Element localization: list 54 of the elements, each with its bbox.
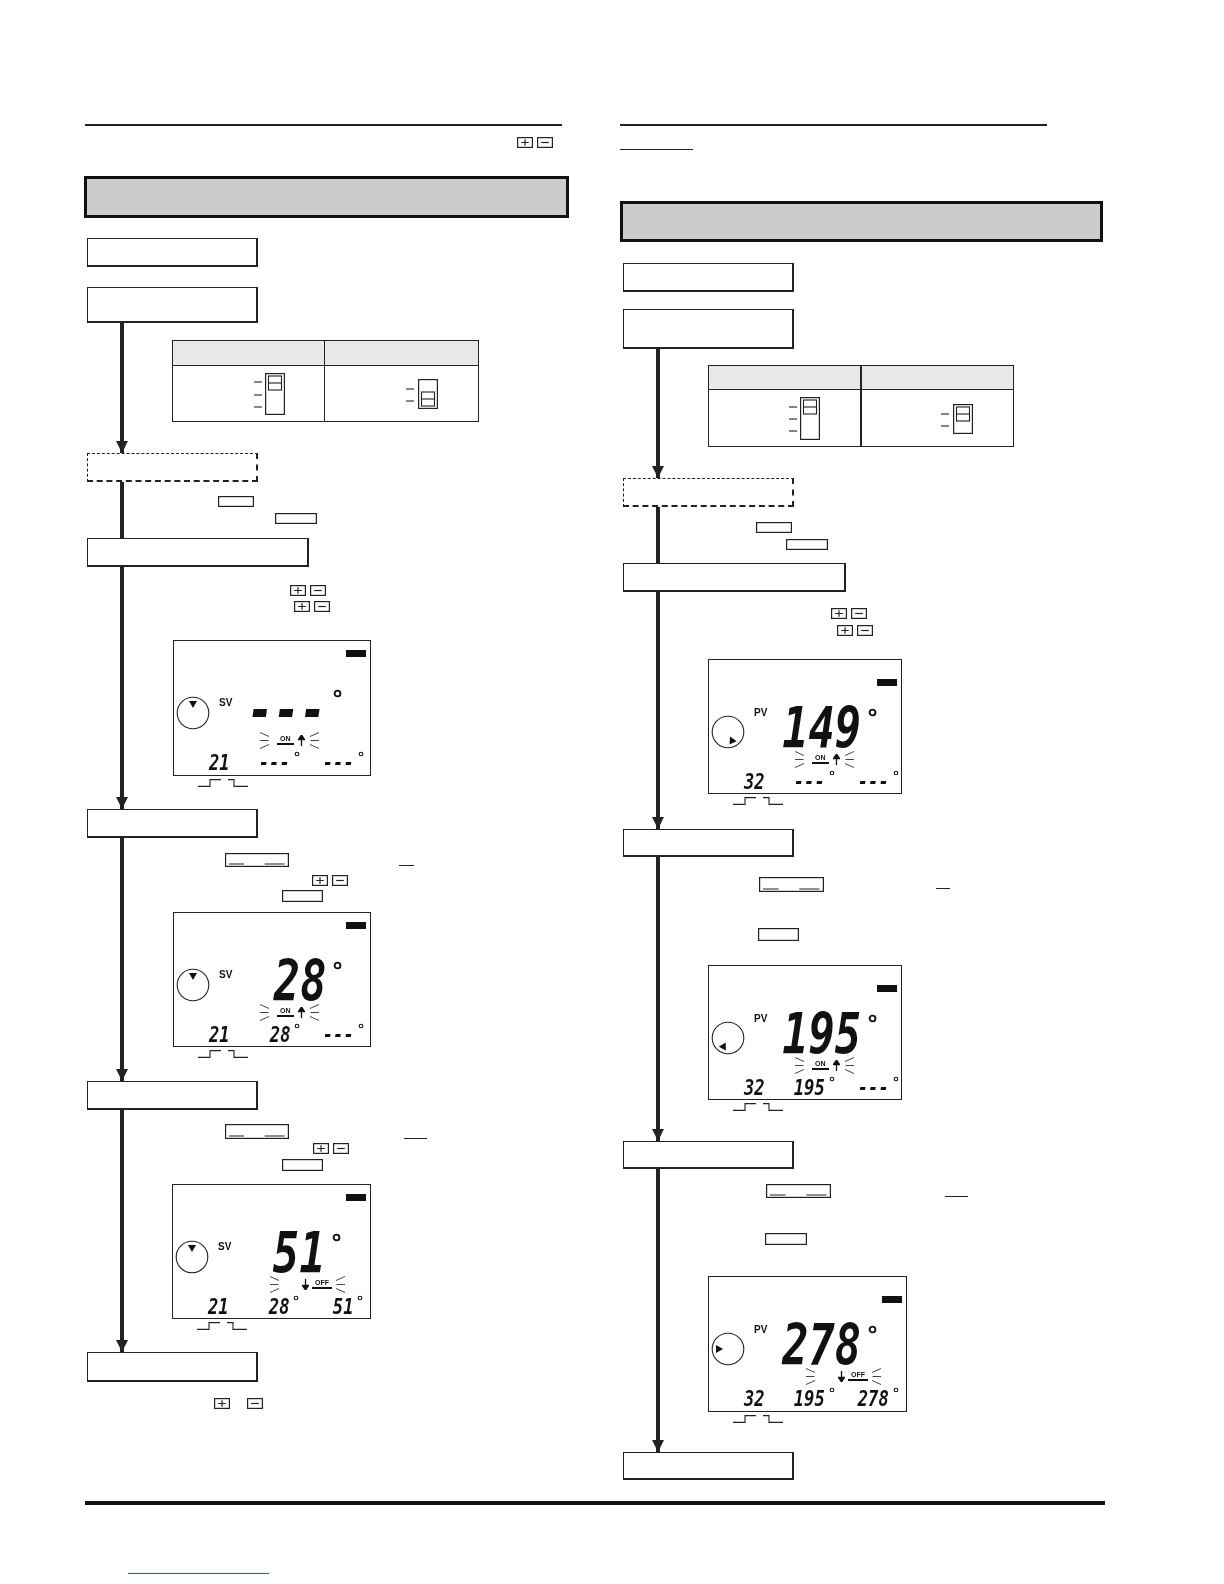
display-value: 278 bbox=[858, 1388, 889, 1410]
flow-arrow bbox=[116, 838, 128, 1081]
display-mode-label: PV bbox=[754, 708, 768, 718]
display-mode-label: SV bbox=[218, 1242, 232, 1252]
lcd-display bbox=[708, 1276, 907, 1412]
step-box bbox=[623, 563, 846, 592]
dashed-step-box bbox=[87, 453, 258, 482]
channel-number: 21 bbox=[208, 1296, 229, 1318]
channel-number: 21 bbox=[209, 1024, 230, 1046]
step-box bbox=[623, 1141, 794, 1169]
flow-arrow bbox=[116, 323, 128, 453]
flow-arrow bbox=[116, 1110, 128, 1352]
channel-number: 32 bbox=[744, 1077, 765, 1099]
flow-arrow bbox=[652, 1169, 664, 1452]
step-box bbox=[87, 287, 258, 323]
display-value: --- bbox=[259, 752, 290, 774]
display-value: 28 bbox=[268, 1296, 289, 1318]
display-value: --- bbox=[323, 1024, 354, 1046]
step-box bbox=[87, 1352, 258, 1382]
step-box bbox=[623, 309, 794, 349]
step-box bbox=[87, 538, 309, 567]
display-value: 195 bbox=[794, 1077, 825, 1099]
display-value: 28 bbox=[269, 1024, 290, 1046]
dashed-step-box bbox=[623, 478, 794, 507]
flow-line bbox=[120, 482, 124, 538]
lcd-display bbox=[708, 659, 902, 794]
display-value: --- bbox=[858, 1077, 889, 1099]
display-value: 51 bbox=[332, 1296, 353, 1318]
flow-arrow bbox=[652, 857, 664, 1141]
step-box bbox=[87, 809, 258, 838]
display-mode-label: SV bbox=[219, 698, 233, 708]
channel-number: 32 bbox=[744, 1388, 765, 1410]
display-value: 195 bbox=[794, 1388, 825, 1410]
step-box bbox=[623, 1452, 794, 1480]
display-mode-label: SV bbox=[219, 970, 233, 980]
display-value: --- bbox=[858, 771, 889, 793]
step-box bbox=[87, 1081, 258, 1110]
channel-number: 32 bbox=[744, 771, 765, 793]
display-value: --- bbox=[794, 771, 825, 793]
lcd-display bbox=[708, 965, 902, 1100]
lcd-display bbox=[173, 912, 371, 1047]
display-mode-label: PV bbox=[754, 1014, 768, 1024]
lcd-display bbox=[172, 1184, 371, 1319]
flow-arrow bbox=[652, 592, 664, 829]
display-value: --- bbox=[323, 752, 354, 774]
flow-line bbox=[656, 507, 660, 563]
lcd-display bbox=[173, 640, 371, 776]
flow-arrow bbox=[652, 349, 664, 478]
step-box bbox=[87, 238, 258, 267]
channel-number: 21 bbox=[209, 752, 230, 774]
flow-arrow bbox=[116, 567, 128, 809]
step-box bbox=[623, 263, 794, 292]
step-box bbox=[623, 829, 794, 857]
display-mode-label: PV bbox=[754, 1325, 768, 1335]
